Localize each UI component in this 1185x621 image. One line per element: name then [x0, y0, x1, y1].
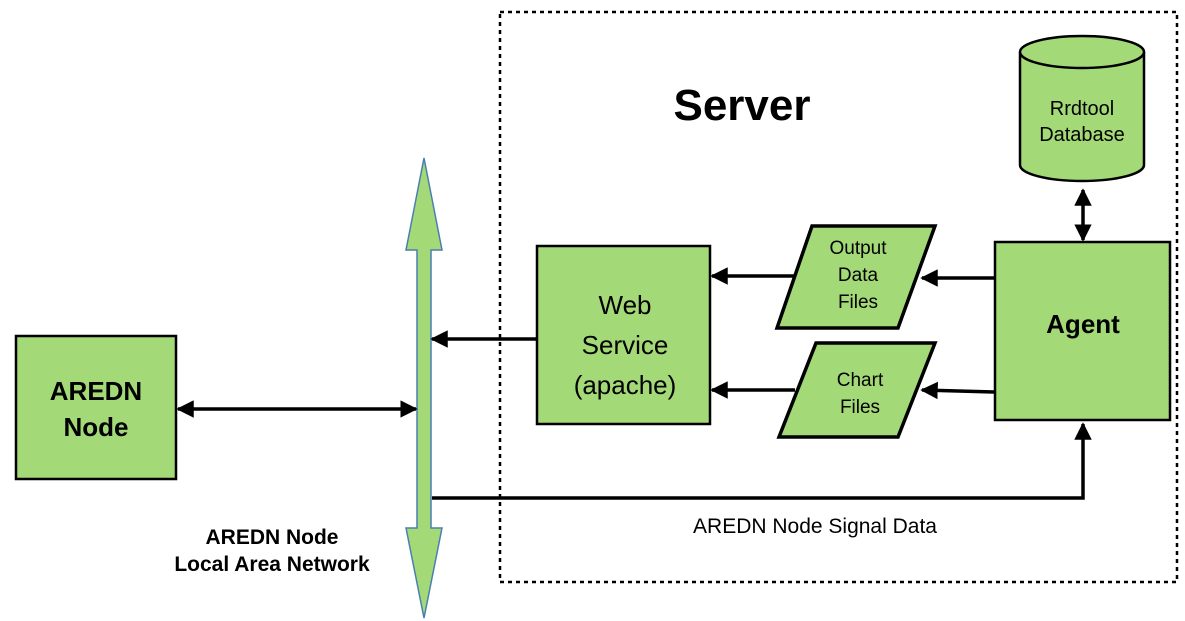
database-label-line2: Database — [1039, 124, 1125, 146]
database-label-line1: Rrdtool — [1050, 98, 1114, 120]
agent-label: Agent — [1046, 309, 1120, 339]
web-service-line1: Web — [599, 290, 652, 320]
rrdtool-database: Rrdtool Database — [1018, 34, 1146, 183]
lan-label-line1: AREDN Node — [205, 526, 338, 549]
signal-data-label: AREDN Node Signal Data — [693, 515, 937, 538]
chart-files: Chart Files — [776, 341, 938, 439]
aredn-node-line2: Node — [64, 412, 129, 442]
agent-to-chart-arrow — [920, 381, 995, 400]
web-service-line2: Service — [582, 330, 669, 360]
web-service-line3: (apache) — [574, 370, 677, 400]
output-files-line3: Files — [838, 292, 878, 313]
server-title: Server — [673, 81, 810, 130]
lan-bus-arrow — [405, 157, 443, 619]
server-boundary — [498, 10, 1179, 584]
web-service-box: Web Service (apache) — [535, 244, 712, 426]
aredn-node-box: AREDN Node — [14, 334, 178, 481]
output-files-line2: Data — [838, 265, 879, 286]
lan-label-line2: Local Area Network — [174, 553, 370, 576]
output-data-files: Output Data Files — [774, 224, 938, 330]
aredn-node-line1: AREDN — [50, 376, 142, 406]
chart-files-line1: Chart — [837, 370, 884, 391]
signal-data-arrow — [432, 422, 1092, 500]
agent-box: Agent — [993, 240, 1172, 422]
chart-files-line2: Files — [840, 397, 880, 418]
output-files-line1: Output — [829, 238, 887, 259]
